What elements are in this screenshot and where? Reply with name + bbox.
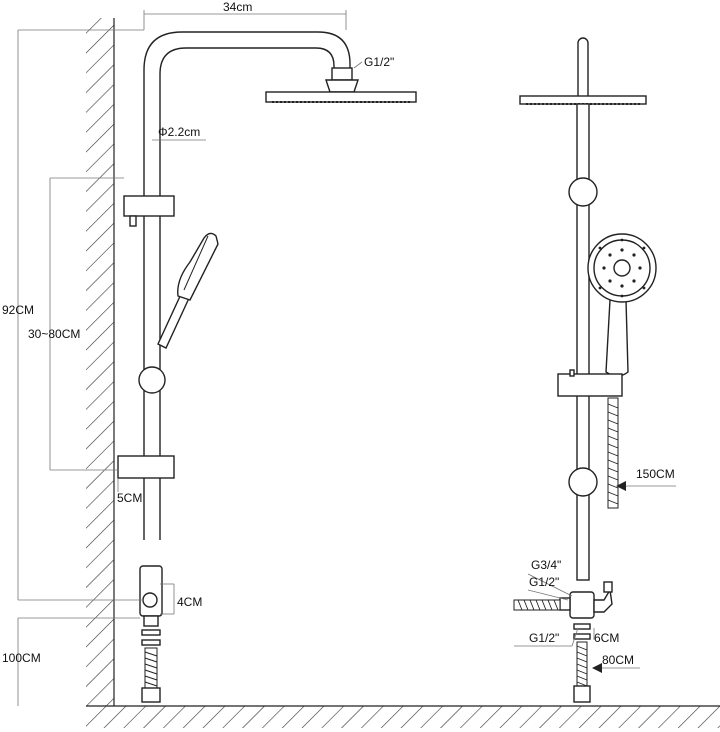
washer bbox=[141, 639, 161, 646]
side-view-dimensions bbox=[17, 10, 363, 706]
lower-wall-bracket bbox=[117, 455, 175, 479]
valve-size-label: 4CM bbox=[177, 595, 202, 609]
inlet-thread-large-label: G3/4" bbox=[531, 558, 561, 572]
pipe-diameter-label: Φ2.2cm bbox=[158, 125, 200, 139]
diverter-valve-front bbox=[559, 581, 613, 619]
hand-shower-front bbox=[587, 233, 657, 377]
side-view-shower bbox=[117, 31, 417, 703]
bracket-depth-label: 5CM bbox=[117, 491, 142, 505]
hand-shower-side bbox=[157, 232, 219, 349]
inlet-hose-horizontal bbox=[513, 599, 561, 611]
rain-shower-head-front bbox=[519, 95, 647, 105]
washer bbox=[141, 629, 161, 636]
inlet-thread-upper-label: G1/2" bbox=[529, 575, 559, 589]
upper-wall-bracket bbox=[123, 195, 175, 217]
head-connector bbox=[331, 67, 353, 81]
front-view-dimensions bbox=[514, 481, 676, 673]
supply-hose-front bbox=[573, 641, 591, 703]
front-view-shower bbox=[513, 37, 657, 703]
head-thread-label: G1/2" bbox=[364, 55, 394, 69]
hand-hose-coil bbox=[607, 397, 619, 509]
floor bbox=[86, 705, 720, 728]
supply-hose-length-label: 80CM bbox=[602, 653, 634, 667]
slider-knob bbox=[138, 366, 166, 394]
outlet-size-label: 6CM bbox=[594, 631, 619, 645]
inlet-thread-lower-label: G1/2" bbox=[529, 631, 559, 645]
hose-length-label: 150CM bbox=[636, 467, 675, 481]
total-height-label: 92CM bbox=[2, 303, 34, 317]
rain-shower-head bbox=[265, 91, 417, 103]
diverter-valve-side bbox=[139, 565, 163, 627]
supply-hose-side bbox=[141, 647, 161, 703]
top-knob-front bbox=[568, 177, 598, 207]
slider-bracket-front bbox=[557, 373, 623, 397]
floor-height-label: 100CM bbox=[2, 651, 41, 665]
top-width-label: 34cm bbox=[223, 0, 252, 14]
slide-range-label: 30~80CM bbox=[28, 327, 80, 341]
wall bbox=[86, 18, 115, 706]
lower-knob-front bbox=[568, 467, 598, 497]
